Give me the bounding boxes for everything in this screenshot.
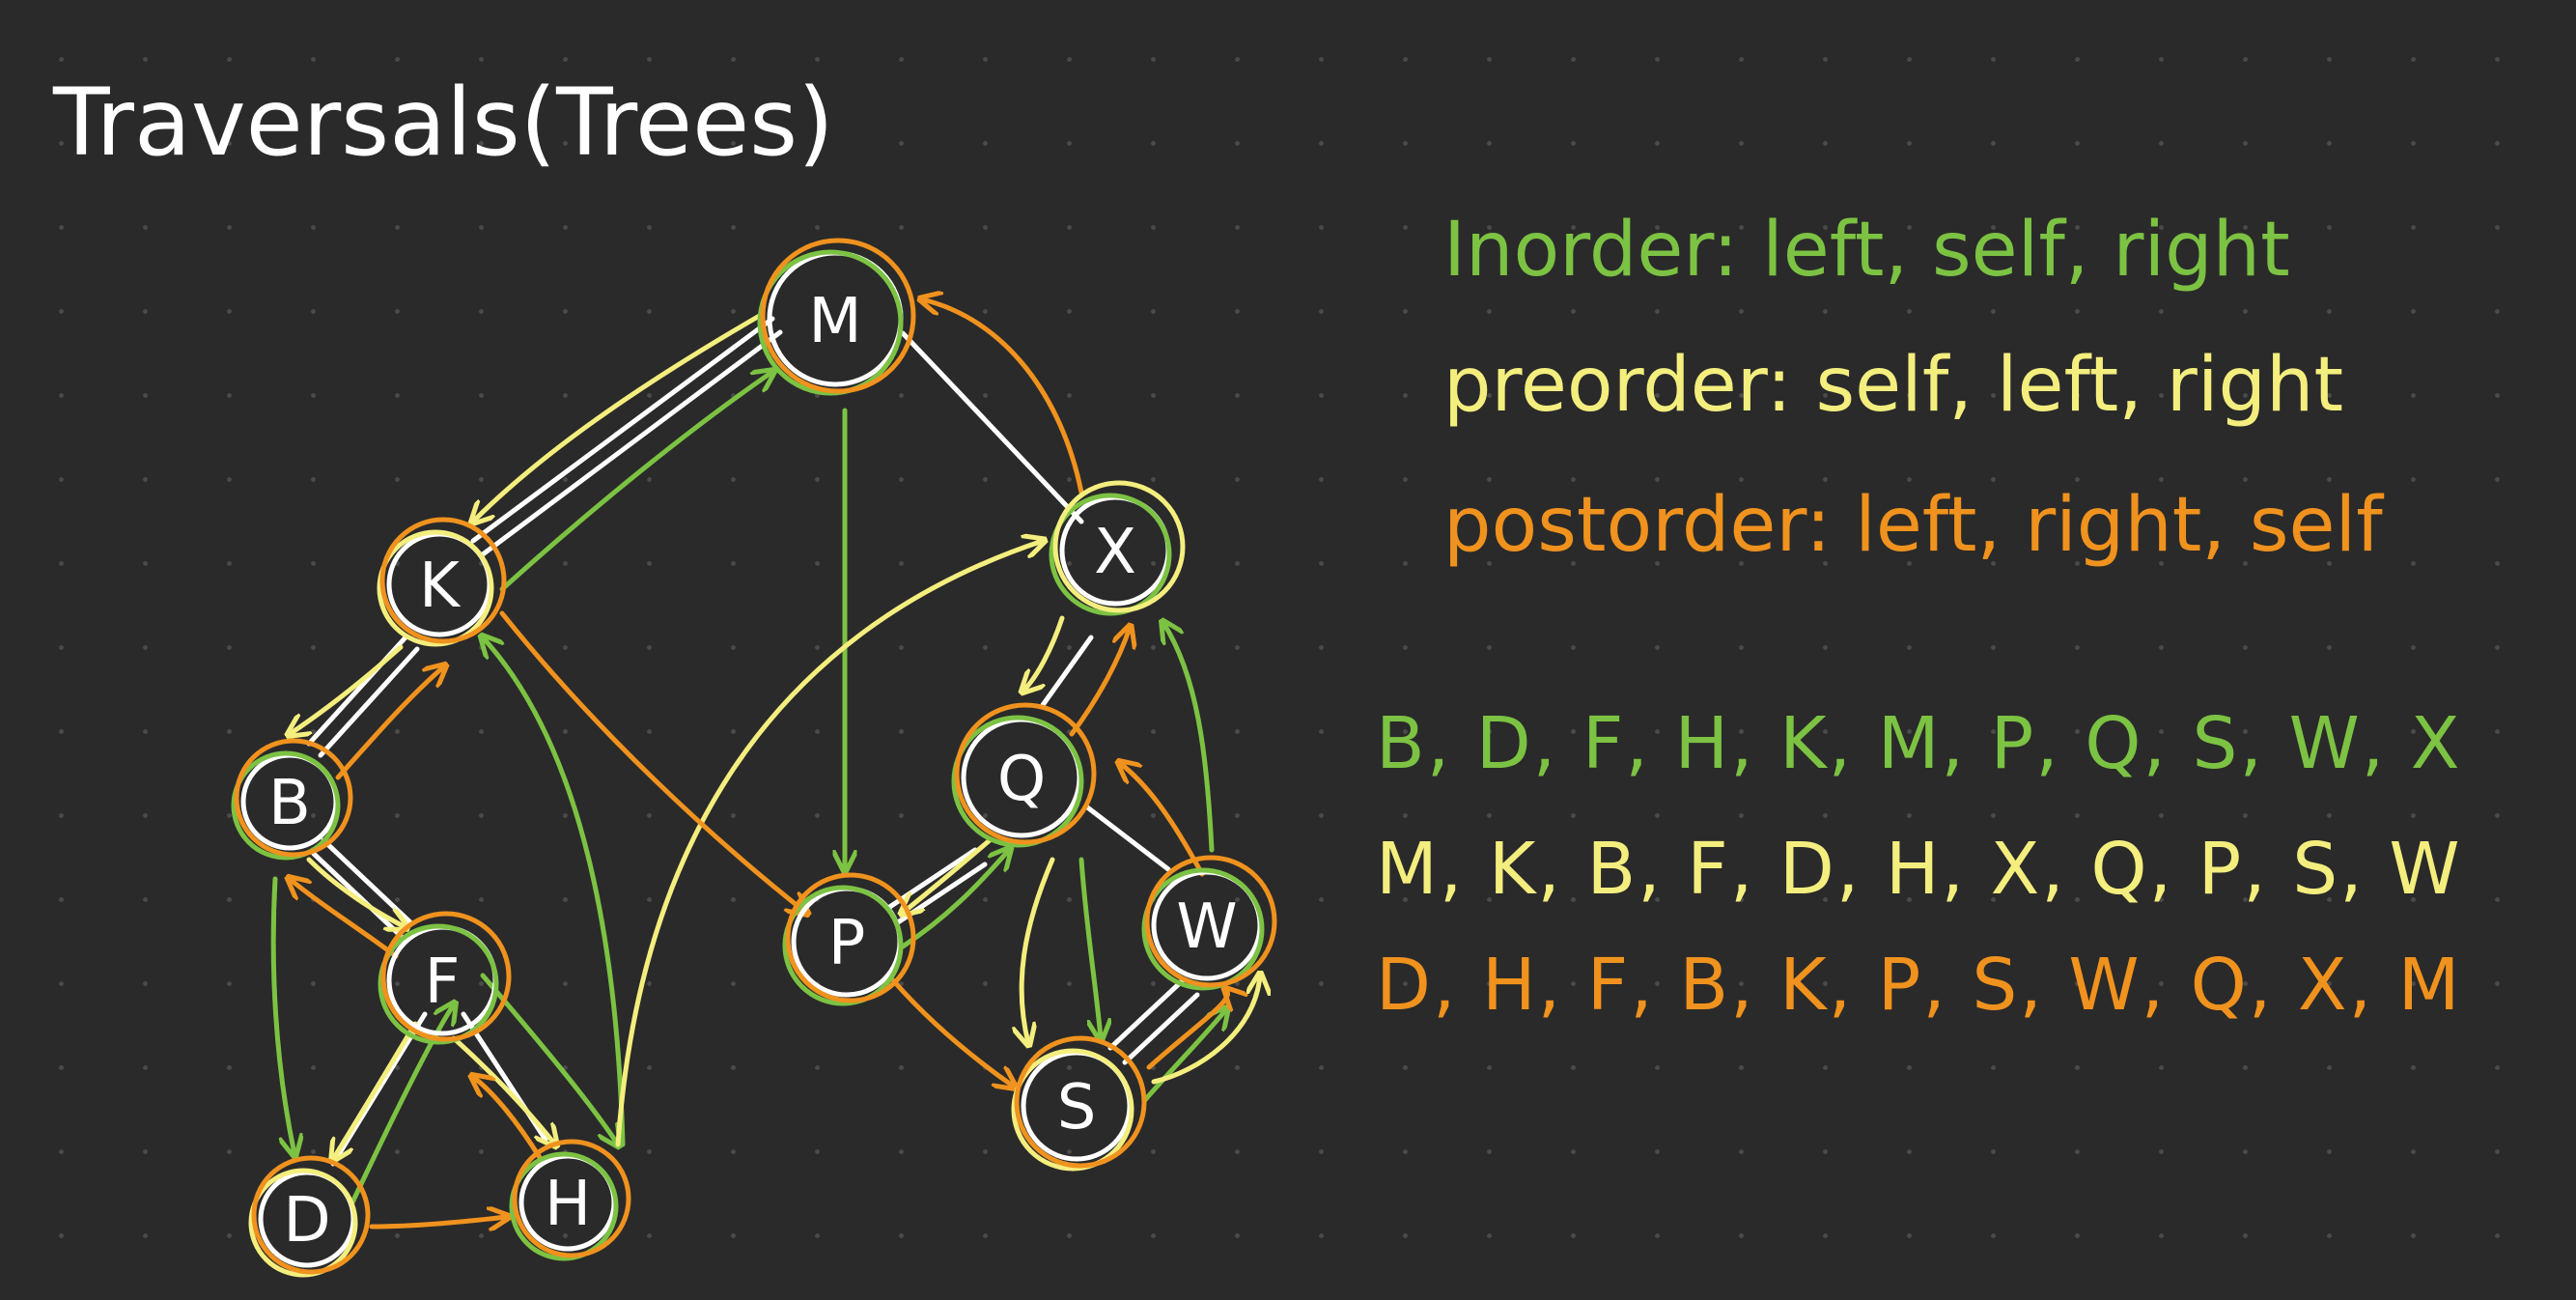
preorder-k-b: [290, 644, 404, 734]
page-title: Traversals(Trees): [52, 69, 834, 177]
edge-w-s-double: [1122, 992, 1200, 1065]
postorder-b-k: [335, 666, 444, 780]
postorder-h-f: [473, 1077, 544, 1162]
preorder-x-q: [1023, 615, 1065, 691]
edge-m-k-double: [480, 329, 783, 557]
node-x: X: [1049, 480, 1186, 616]
legend-preorder: preorder: self, left, right: [1443, 342, 2343, 429]
preorder-h-x: [615, 541, 1043, 1147]
node-label-k: K: [419, 551, 462, 622]
inorder-q-s: [1078, 857, 1101, 1038]
node-d: D: [248, 1155, 371, 1278]
node-label-p: P: [828, 908, 866, 979]
inorder-k-m: [499, 372, 772, 592]
postorder-w-q: [1120, 763, 1205, 877]
edge-k-b-double: [318, 646, 420, 758]
inorder-b-d: [270, 876, 294, 1154]
node-label-b: B: [268, 768, 311, 839]
node-label-x: X: [1094, 517, 1136, 588]
preorder-p-s: [1022, 857, 1055, 1043]
edge-b-f-double: [311, 851, 404, 939]
preorder-s-w: [1151, 975, 1260, 1085]
node-label-s: S: [1057, 1072, 1097, 1144]
node-s: S: [1011, 1035, 1147, 1172]
node-label-h: H: [545, 1169, 591, 1240]
node-k: K: [377, 517, 507, 647]
postorder-k-p: [499, 610, 806, 913]
traversal-legend: Inorder: left, self, right preorder: sel…: [1443, 207, 2384, 569]
preorder-m-k: [473, 311, 766, 522]
edge-m-x: [900, 330, 1084, 524]
sequence-postorder: D, H, F, B, K, P, S, W, Q, X, M: [1376, 944, 2462, 1027]
preorder-q-p: [903, 837, 993, 913]
edge-m-k: [470, 316, 775, 544]
sequence-preorder: M, K, B, F, D, H, X, Q, P, S, W: [1376, 828, 2462, 911]
postorder-q-x: [1069, 628, 1130, 737]
postorder-d-h: [369, 1217, 507, 1227]
tree-edges: [306, 316, 1200, 1167]
node-label-d: D: [283, 1185, 330, 1257]
node-label-q: Q: [997, 744, 1046, 815]
node-label-w: W: [1176, 891, 1237, 963]
node-q: Q: [951, 702, 1097, 848]
preorder-b-f: [306, 857, 406, 927]
edge-x-q: [1040, 635, 1094, 708]
inorder-w-x: [1163, 623, 1215, 853]
preorder-f-d: [333, 1021, 418, 1159]
inorder-h-k: [483, 637, 626, 1147]
inorder-d-f: [350, 1004, 454, 1205]
inorder-arrows: [270, 372, 1226, 1205]
node-p: P: [782, 872, 916, 1006]
preorder-f-h: [451, 1035, 555, 1145]
postorder-s-w: [1146, 990, 1228, 1070]
preorder-arrows: [290, 311, 1260, 1159]
edge-w-s: [1107, 977, 1186, 1051]
inorder-s-w: [1141, 1009, 1226, 1104]
node-w: W: [1141, 855, 1277, 991]
node-b: B: [231, 738, 353, 861]
sequence-inorder: B, D, F, H, K, M, P, Q, S, W, X: [1376, 702, 2462, 785]
postorder-x-m: [922, 299, 1084, 495]
postorder-f-b: [290, 879, 399, 959]
legend-postorder: postorder: left, right, self: [1443, 482, 2384, 569]
edge-q-w: [1083, 804, 1171, 872]
node-m: M: [757, 238, 916, 396]
postorder-p-s: [890, 977, 1014, 1087]
node-h: H: [509, 1139, 631, 1261]
node-f: F: [378, 911, 512, 1045]
traversal-sequences: B, D, F, H, K, M, P, Q, S, W, X M, K, B,…: [1376, 702, 2462, 1027]
legend-inorder: Inorder: left, self, right: [1443, 207, 2290, 294]
node-label-m: M: [808, 286, 861, 357]
postorder-arrows: [290, 299, 1228, 1227]
node-label-f: F: [425, 947, 461, 1018]
inorder-p-q: [900, 850, 1009, 949]
tree-nodes: M K X B F D: [231, 238, 1277, 1278]
